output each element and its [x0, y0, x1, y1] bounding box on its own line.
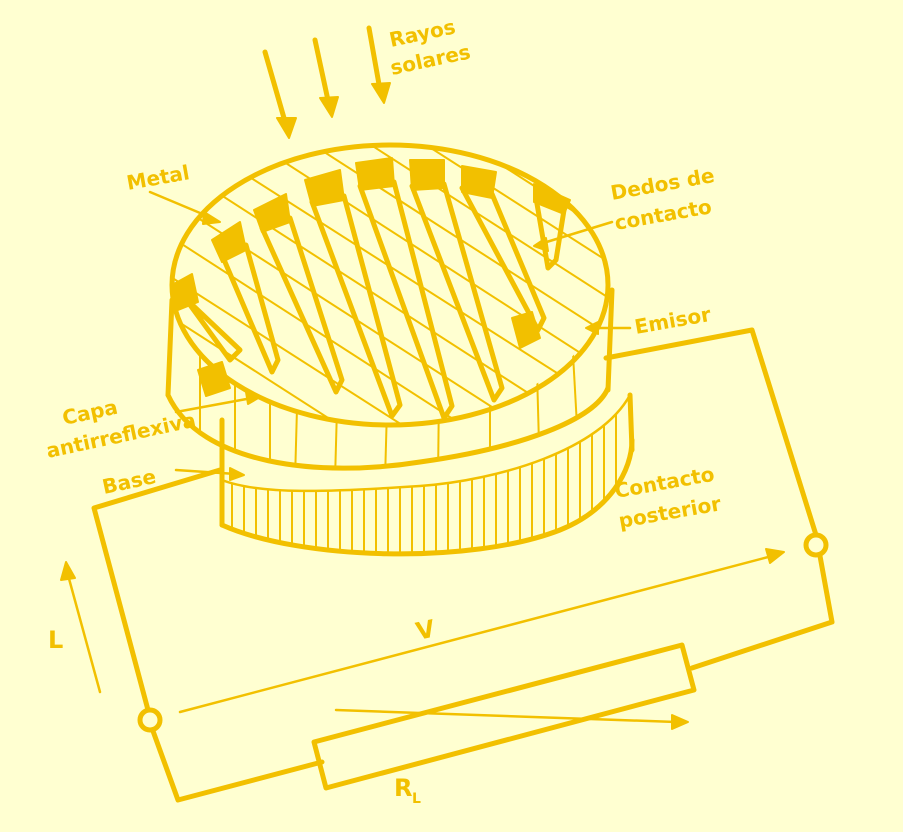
label-emitter: Emisor	[633, 302, 713, 339]
contact-finger	[409, 181, 505, 403]
top-contact-lug	[511, 311, 541, 349]
label-load-resistor-subscript: L	[412, 791, 421, 807]
cell-top-surface	[169, 142, 611, 428]
terminal-positive	[803, 532, 829, 558]
contact-finger	[259, 215, 345, 395]
wire-emitter	[603, 327, 819, 538]
sun-ray-arrow	[366, 25, 383, 93]
label-load-resistor: R	[394, 774, 412, 802]
finger-pad	[211, 221, 247, 263]
label-metal: Metal	[125, 160, 192, 195]
back-contact-hatching	[231, 395, 617, 554]
sun-ray-arrowhead	[319, 96, 339, 118]
current-arrow	[66, 573, 102, 694]
top-contact-lug	[197, 361, 231, 397]
wire-base	[91, 467, 223, 713]
label-voltage: V	[413, 615, 437, 646]
wire-right	[689, 553, 835, 671]
resistor-adjust-arrowhead	[671, 714, 689, 730]
sun-rays	[262, 25, 391, 139]
base-bottom-edge	[219, 437, 635, 557]
contact-finger	[459, 185, 547, 333]
resistor-adjust-arrow	[334, 708, 678, 724]
contact-finger	[219, 242, 281, 375]
sun-ray-arrow	[262, 49, 289, 128]
leader-lines	[148, 190, 632, 481]
voltage-arrow	[178, 554, 774, 714]
sun-ray-arrowhead	[371, 82, 391, 104]
labels: Rayos solares Metal Dedos de contacto Em…	[44, 14, 723, 807]
external-circuit	[60, 327, 835, 803]
wire-left	[150, 728, 325, 803]
sun-ray-arrowhead	[276, 117, 297, 139]
label-current: L	[48, 626, 63, 654]
back-contact-top-edge	[220, 393, 632, 493]
voltage-arrowhead	[765, 548, 785, 564]
contact-finger	[309, 193, 403, 419]
contact-finger	[357, 179, 455, 421]
terminal-negative	[137, 707, 163, 733]
emitter-bottom-edge	[165, 385, 611, 471]
contact-finger	[182, 295, 243, 363]
load-resistor	[311, 642, 697, 791]
current-arrowhead	[60, 561, 76, 581]
sun-ray-arrow	[312, 37, 332, 108]
contact-fingers	[171, 157, 571, 421]
